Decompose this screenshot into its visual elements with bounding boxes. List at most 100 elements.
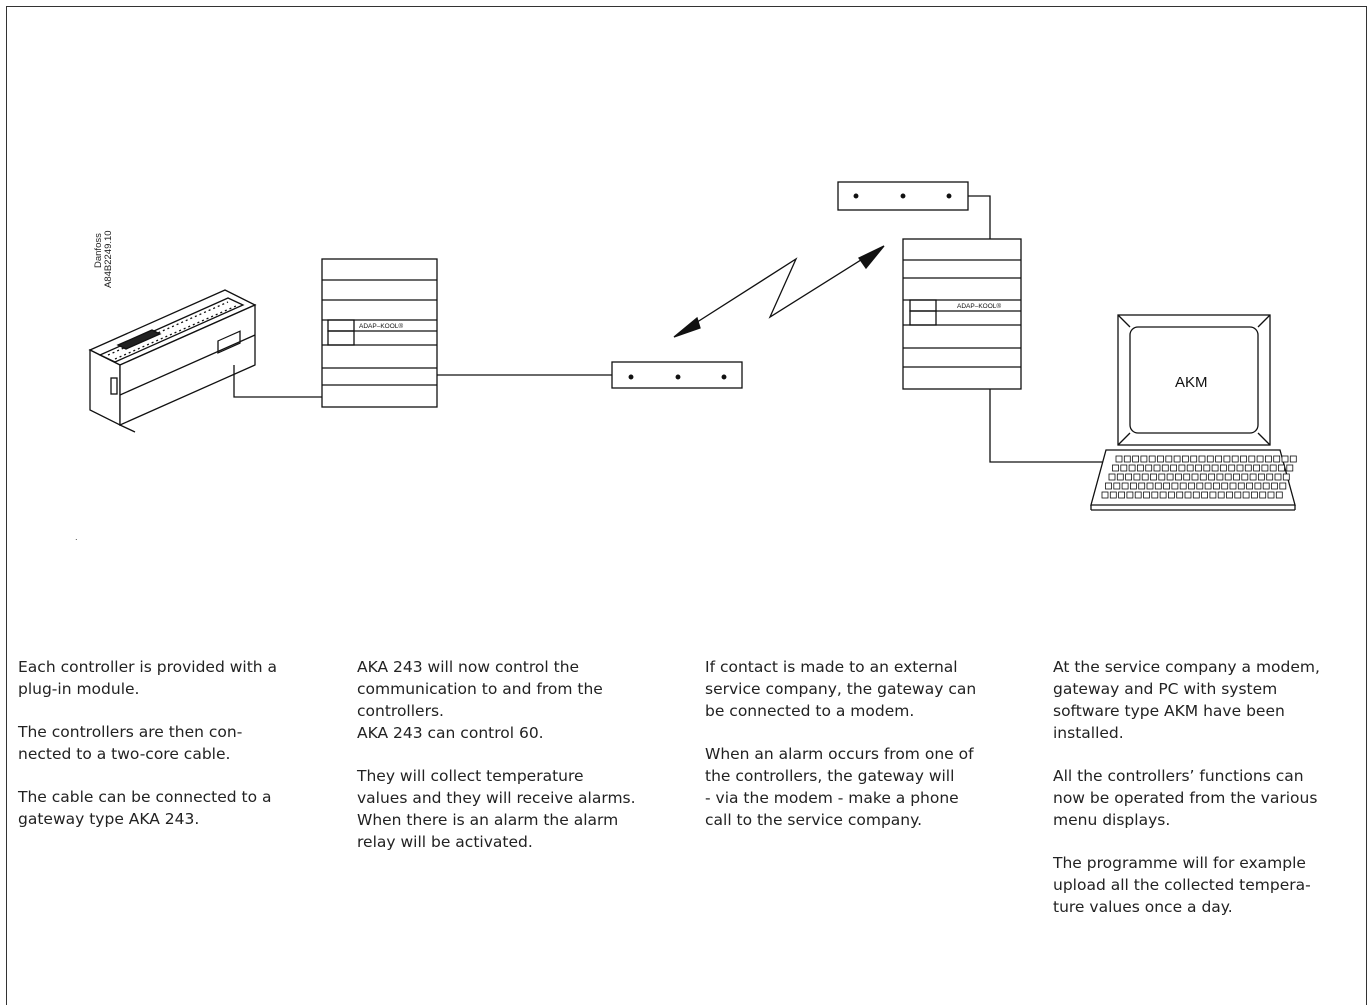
- keyboard-key: [1233, 473, 1240, 481]
- keyboard-key: [1253, 464, 1260, 472]
- keyboard-key: [1140, 455, 1148, 463]
- keyboard-key: [1190, 455, 1198, 463]
- keyboard-key: [1267, 491, 1275, 499]
- keyboard-key: [1282, 473, 1290, 481]
- keyboard-key: [1159, 491, 1167, 499]
- stray-mark: .: [75, 533, 78, 542]
- keyboard-key: [1154, 482, 1162, 490]
- keyboard-key: [1206, 455, 1214, 463]
- keyboard-key: [1101, 491, 1109, 499]
- keyboard-key: [1141, 473, 1149, 481]
- controller-device: [88, 289, 257, 433]
- keyboard-key: [1182, 455, 1189, 463]
- keyboard-key: [1221, 482, 1229, 490]
- keyboard-key: [1191, 473, 1199, 481]
- keyboard-key: [1134, 491, 1142, 499]
- keyboard-key: [1161, 464, 1169, 472]
- keyboard-key: [1198, 455, 1206, 463]
- keyboard-key: [1237, 482, 1245, 490]
- column-4-paragraph: At the service company a modem, gateway …: [1053, 658, 1320, 742]
- keyboard-key: [1178, 464, 1186, 472]
- cable-modem-to-remote-gateway: [968, 195, 991, 239]
- keyboard-key: [1249, 473, 1257, 481]
- column-2-paragraph: AKA 243 will now control the communicati…: [357, 658, 603, 742]
- text-column-3: If contact is made to an external servic…: [705, 656, 1020, 852]
- keyboard-key: [1240, 455, 1247, 463]
- keyboard-key: [1183, 473, 1191, 481]
- keyboard-key: [1192, 491, 1200, 499]
- keyboard-key: [1223, 455, 1231, 463]
- keyboard-key: [1254, 482, 1262, 490]
- keyboard-key: [1251, 491, 1258, 499]
- keyboard-key: [1246, 482, 1253, 490]
- keyboard-key: [1220, 464, 1227, 472]
- keyboard-key: [1234, 491, 1242, 499]
- keyboard-key: [1120, 464, 1128, 472]
- keyboard-key: [1158, 473, 1166, 481]
- keyboard-key: [1224, 473, 1232, 481]
- keyboard-key: [1126, 491, 1134, 499]
- keyboard-key: [1208, 473, 1215, 481]
- keyboard-key: [1236, 464, 1244, 472]
- phone-link-arrow: [673, 245, 885, 338]
- keyboard-key: [1132, 455, 1139, 463]
- keyboard-key: [1125, 473, 1132, 481]
- keyboard-key: [1188, 482, 1195, 490]
- keyboard-key: [1226, 491, 1233, 499]
- column-2-paragraph: They will collect temperature values and…: [357, 767, 636, 851]
- keyboard-key: [1248, 455, 1256, 463]
- network-diagram: Danfoss A84B2249.10: [75, 181, 1297, 542]
- keyboard-key: [1281, 455, 1289, 463]
- keyboard-key: [1231, 455, 1239, 463]
- modem-local: [611, 361, 743, 389]
- keyboard-key: [1204, 482, 1212, 490]
- keyboard-key: [1241, 473, 1249, 481]
- text-column-2: AKA 243 will now control the communicati…: [357, 656, 667, 874]
- pc-workstation: AKM: [1090, 314, 1297, 511]
- keyboard-key: [1199, 473, 1207, 481]
- keyboard-key: [1128, 464, 1136, 472]
- keyboard-key: [1286, 464, 1294, 472]
- keyboard-key: [1171, 482, 1179, 490]
- modem-remote: [837, 181, 969, 211]
- keyboard-key: [1217, 491, 1225, 499]
- keyboard-key: [1279, 482, 1287, 490]
- keyboard-key: [1123, 455, 1131, 463]
- keyboard-key: [1175, 473, 1182, 481]
- keyboard-key: [1278, 464, 1285, 472]
- text-column-4: At the service company a modem, gateway …: [1053, 656, 1358, 939]
- keyboard-key: [1271, 482, 1278, 490]
- keyboard-key: [1113, 482, 1121, 490]
- keyboard-key: [1195, 464, 1202, 472]
- keyboard-key: [1203, 464, 1211, 472]
- keyboard-key: [1121, 482, 1129, 490]
- column-3-paragraph: If contact is made to an external servic…: [705, 658, 977, 720]
- keyboard-key: [1108, 473, 1116, 481]
- keyboard-key: [1186, 464, 1194, 472]
- keyboard-key: [1242, 491, 1250, 499]
- keyboard-key: [1146, 482, 1154, 490]
- keyboard-key: [1265, 455, 1272, 463]
- keyboard-key: [1148, 455, 1156, 463]
- remote-gateway-badge: ADAP–KOOL®: [957, 302, 1001, 310]
- column-3-paragraph: When an alarm occurs from one of the con…: [705, 745, 974, 829]
- keyboard-key: [1115, 455, 1123, 463]
- keyboard-key: [1109, 491, 1117, 499]
- keyboard-key: [1229, 482, 1237, 490]
- pc-screen-text: AKM: [1175, 374, 1208, 391]
- keyboard-key: [1262, 482, 1270, 490]
- gateway-remote: ADAP–KOOL®: [902, 238, 1022, 390]
- cable-gateway-to-pc: [989, 389, 1108, 463]
- column-4-paragraph: The programme will for example upload al…: [1053, 854, 1311, 916]
- keyboard-key: [1138, 482, 1146, 490]
- keyboard-key: [1269, 464, 1277, 472]
- keyboard-key: [1170, 464, 1177, 472]
- cable-controller-to-gateway: [233, 365, 322, 398]
- keyboard-key: [1165, 455, 1173, 463]
- keyboard-key: [1118, 491, 1125, 499]
- keyboard-key: [1157, 455, 1164, 463]
- keyboard-key: [1196, 482, 1204, 490]
- text-column-1: Each controller is provided with a plug-…: [18, 656, 318, 851]
- gateway-badge: ADAP–KOOL®: [359, 322, 403, 330]
- keyboard-key: [1163, 482, 1170, 490]
